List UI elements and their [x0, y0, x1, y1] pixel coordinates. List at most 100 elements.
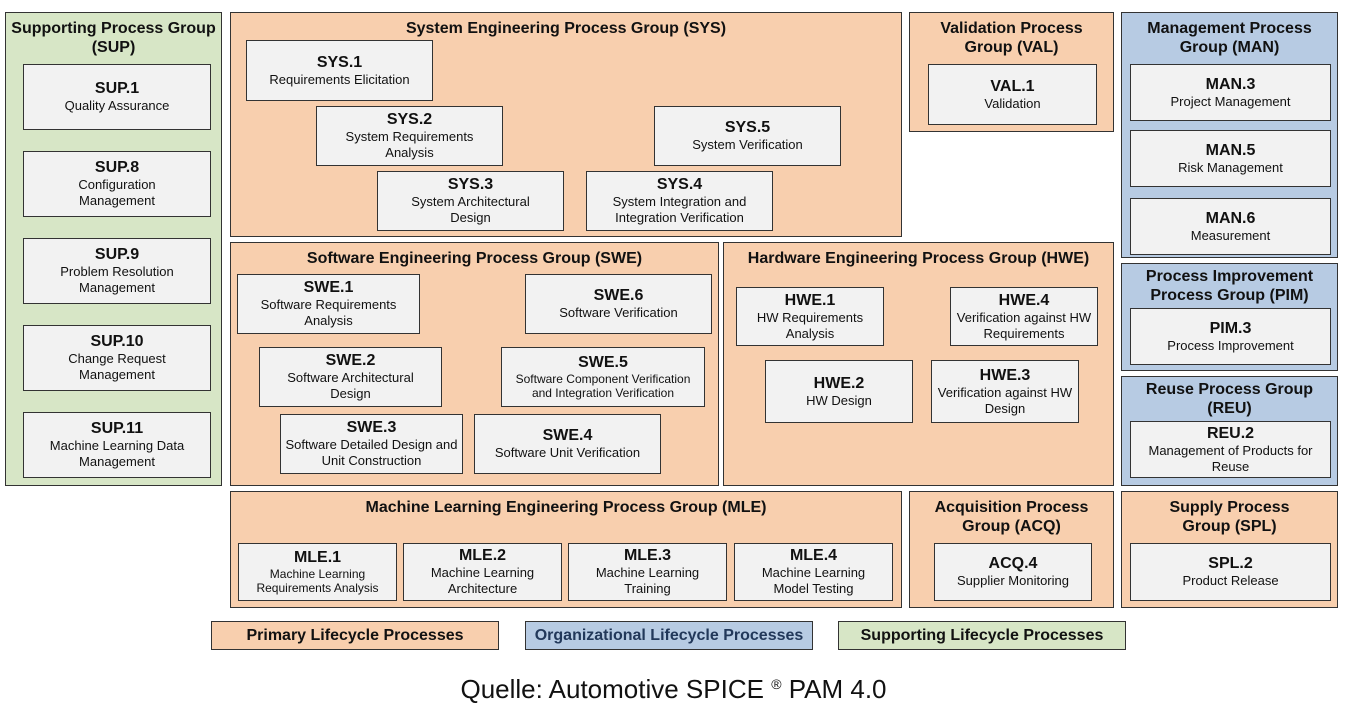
process-name: Software Unit Verification — [494, 445, 641, 460]
process-name: Project Management — [1170, 93, 1291, 109]
group-reu: Reuse Process Group (REU) REU.2 Manageme… — [1121, 376, 1338, 486]
process-name: Risk Management — [1178, 159, 1283, 175]
group-title: Hardware Engineering Process Group (HWE) — [747, 250, 1090, 267]
process-name: System Integration and Integration Verif… — [612, 194, 747, 225]
process-code: SUP.8 — [94, 159, 140, 176]
process-sys-1: SYS.1 Requirements Elicitation — [246, 40, 433, 101]
process-code: MLE.2 — [458, 547, 507, 564]
process-name: Machine Learning Training — [595, 565, 700, 596]
process-swe-2: SWE.2 Software Architectural Design — [259, 347, 442, 407]
group-title: Management Process Group (MAN) — [1147, 20, 1312, 56]
process-man-5: MAN.5 Risk Management — [1130, 130, 1331, 187]
process-code: MLE.3 — [623, 547, 672, 564]
group-title: Reuse Process Group (REU) — [1145, 381, 1314, 417]
legend-organizational: Organizational Lifecycle Processes — [525, 621, 813, 650]
process-sys-5: SYS.5 System Verification — [654, 106, 841, 166]
process-name: Product Release — [1182, 573, 1279, 588]
group-title: Acquisition Process Group (ACQ) — [934, 499, 1089, 535]
process-code: SUP.1 — [94, 80, 140, 97]
process-code: SUP.9 — [94, 246, 140, 263]
group-title: Machine Learning Engineering Process Gro… — [365, 499, 767, 516]
process-name: Configuration Management — [78, 177, 156, 208]
process-name: HW Requirements Analysis — [756, 309, 864, 341]
process-code: SWE.3 — [346, 419, 397, 436]
process-code: SWE.5 — [578, 354, 628, 371]
process-name: Requirements Elicitation — [269, 71, 410, 87]
group-pim: Process Improvement Process Group (PIM) … — [1121, 263, 1338, 371]
process-code: ACQ.4 — [988, 555, 1038, 572]
process-code: SPL.2 — [1208, 555, 1253, 572]
process-sup-10: SUP.10 Change Request Management — [23, 325, 211, 391]
process-code: HWE.2 — [813, 374, 865, 392]
process-code: MAN.5 — [1205, 141, 1256, 159]
group-sys: System Engineering Process Group (SYS) S… — [230, 12, 902, 237]
process-code: REU.2 — [1206, 424, 1255, 442]
process-hwe-2: HWE.2 HW Design — [765, 360, 913, 423]
process-code: SWE.6 — [593, 287, 644, 304]
process-name: Supplier Monitoring — [956, 573, 1069, 588]
process-code: VAL.1 — [990, 77, 1035, 95]
process-hwe-3: HWE.3 Verification against HW Design — [931, 360, 1079, 423]
process-code: SUP.10 — [90, 333, 144, 350]
group-sup: Supporting Process Group (SUP) SUP.1 Qua… — [5, 12, 222, 486]
process-code: SUP.11 — [90, 420, 144, 437]
process-name: Machine Learning Data Management — [49, 438, 185, 469]
group-title: Software Engineering Process Group (SWE) — [306, 250, 643, 267]
process-sup-9: SUP.9 Problem Resolution Management — [23, 238, 211, 304]
process-code: SYS.5 — [724, 119, 771, 136]
source-suffix: PAM 4.0 — [781, 674, 887, 704]
process-code: SYS.4 — [656, 176, 703, 193]
legend-supporting: Supporting Lifecycle Processes — [838, 621, 1126, 650]
group-mle: Machine Learning Engineering Process Gro… — [230, 491, 902, 608]
process-name: Software Verification — [559, 305, 678, 320]
process-code: MAN.3 — [1205, 75, 1256, 93]
process-name: Problem Resolution Management — [60, 264, 174, 295]
process-code: MLE.1 — [293, 549, 342, 566]
group-acq: Acquisition Process Group (ACQ) ACQ.4 Su… — [909, 491, 1114, 608]
process-code: MLE.4 — [789, 547, 838, 564]
group-spl: Supply Process Group (SPL) SPL.2 Product… — [1121, 491, 1338, 608]
process-name: Process Improvement — [1167, 337, 1294, 353]
process-sup-11: SUP.11 Machine Learning Data Management — [23, 412, 211, 478]
process-name: System Requirements Analysis — [345, 129, 474, 160]
legend-primary: Primary Lifecycle Processes — [211, 621, 499, 650]
process-name: Software Requirements Analysis — [260, 297, 397, 328]
process-sys-4: SYS.4 System Integration and Integration… — [586, 171, 773, 231]
source-caption: Quelle: Automotive SPICE ® PAM 4.0 — [0, 667, 1347, 706]
process-name: Measurement — [1190, 227, 1271, 243]
process-name: Quality Assurance — [64, 98, 170, 113]
process-hwe-1: HWE.1 HW Requirements Analysis — [736, 287, 884, 346]
group-title: System Engineering Process Group (SYS) — [405, 20, 727, 37]
group-title: Supply Process Group (SPL) — [1169, 499, 1290, 535]
process-code: MAN.6 — [1205, 209, 1256, 227]
process-code: HWE.1 — [784, 291, 836, 309]
process-name: Software Detailed Design and Unit Constr… — [285, 437, 458, 468]
process-mle-4: MLE.4 Machine Learning Model Testing — [734, 543, 893, 601]
process-mle-1: MLE.1 Machine Learning Requirements Anal… — [238, 543, 397, 601]
process-code: SWE.1 — [303, 279, 354, 296]
process-sys-3: SYS.3 System Architectural Design — [377, 171, 564, 231]
process-code: SYS.1 — [316, 53, 363, 71]
process-name: Machine Learning Requirements Analysis — [256, 567, 379, 595]
process-sup-8: SUP.8 Configuration Management — [23, 151, 211, 217]
group-title: Validation Process Group (VAL) — [940, 20, 1083, 56]
process-pim-3: PIM.3 Process Improvement — [1130, 308, 1331, 365]
process-name: Verification against HW Requirements — [956, 309, 1092, 341]
process-mle-2: MLE.2 Machine Learning Architecture — [403, 543, 562, 601]
process-code: HWE.4 — [998, 291, 1050, 309]
process-spl-2: SPL.2 Product Release — [1130, 543, 1331, 601]
source-text: Quelle: Automotive SPICE — [460, 674, 764, 704]
group-swe: Software Engineering Process Group (SWE)… — [230, 242, 719, 486]
process-name: Machine Learning Model Testing — [761, 565, 866, 596]
process-name: Management of Products for Reuse — [1148, 442, 1313, 474]
process-hwe-4: HWE.4 Verification against HW Requiremen… — [950, 287, 1098, 346]
process-name: Verification against HW Design — [937, 384, 1073, 416]
group-man: Management Process Group (MAN) MAN.3 Pro… — [1121, 12, 1338, 258]
process-sys-2: SYS.2 System Requirements Analysis — [316, 106, 503, 166]
process-swe-3: SWE.3 Software Detailed Design and Unit … — [280, 414, 463, 474]
process-man-6: MAN.6 Measurement — [1130, 198, 1331, 255]
process-reu-2: REU.2 Management of Products for Reuse — [1130, 421, 1331, 478]
process-val-1: VAL.1 Validation — [928, 64, 1097, 125]
process-name: Validation — [984, 95, 1041, 111]
group-hwe: Hardware Engineering Process Group (HWE)… — [723, 242, 1114, 486]
